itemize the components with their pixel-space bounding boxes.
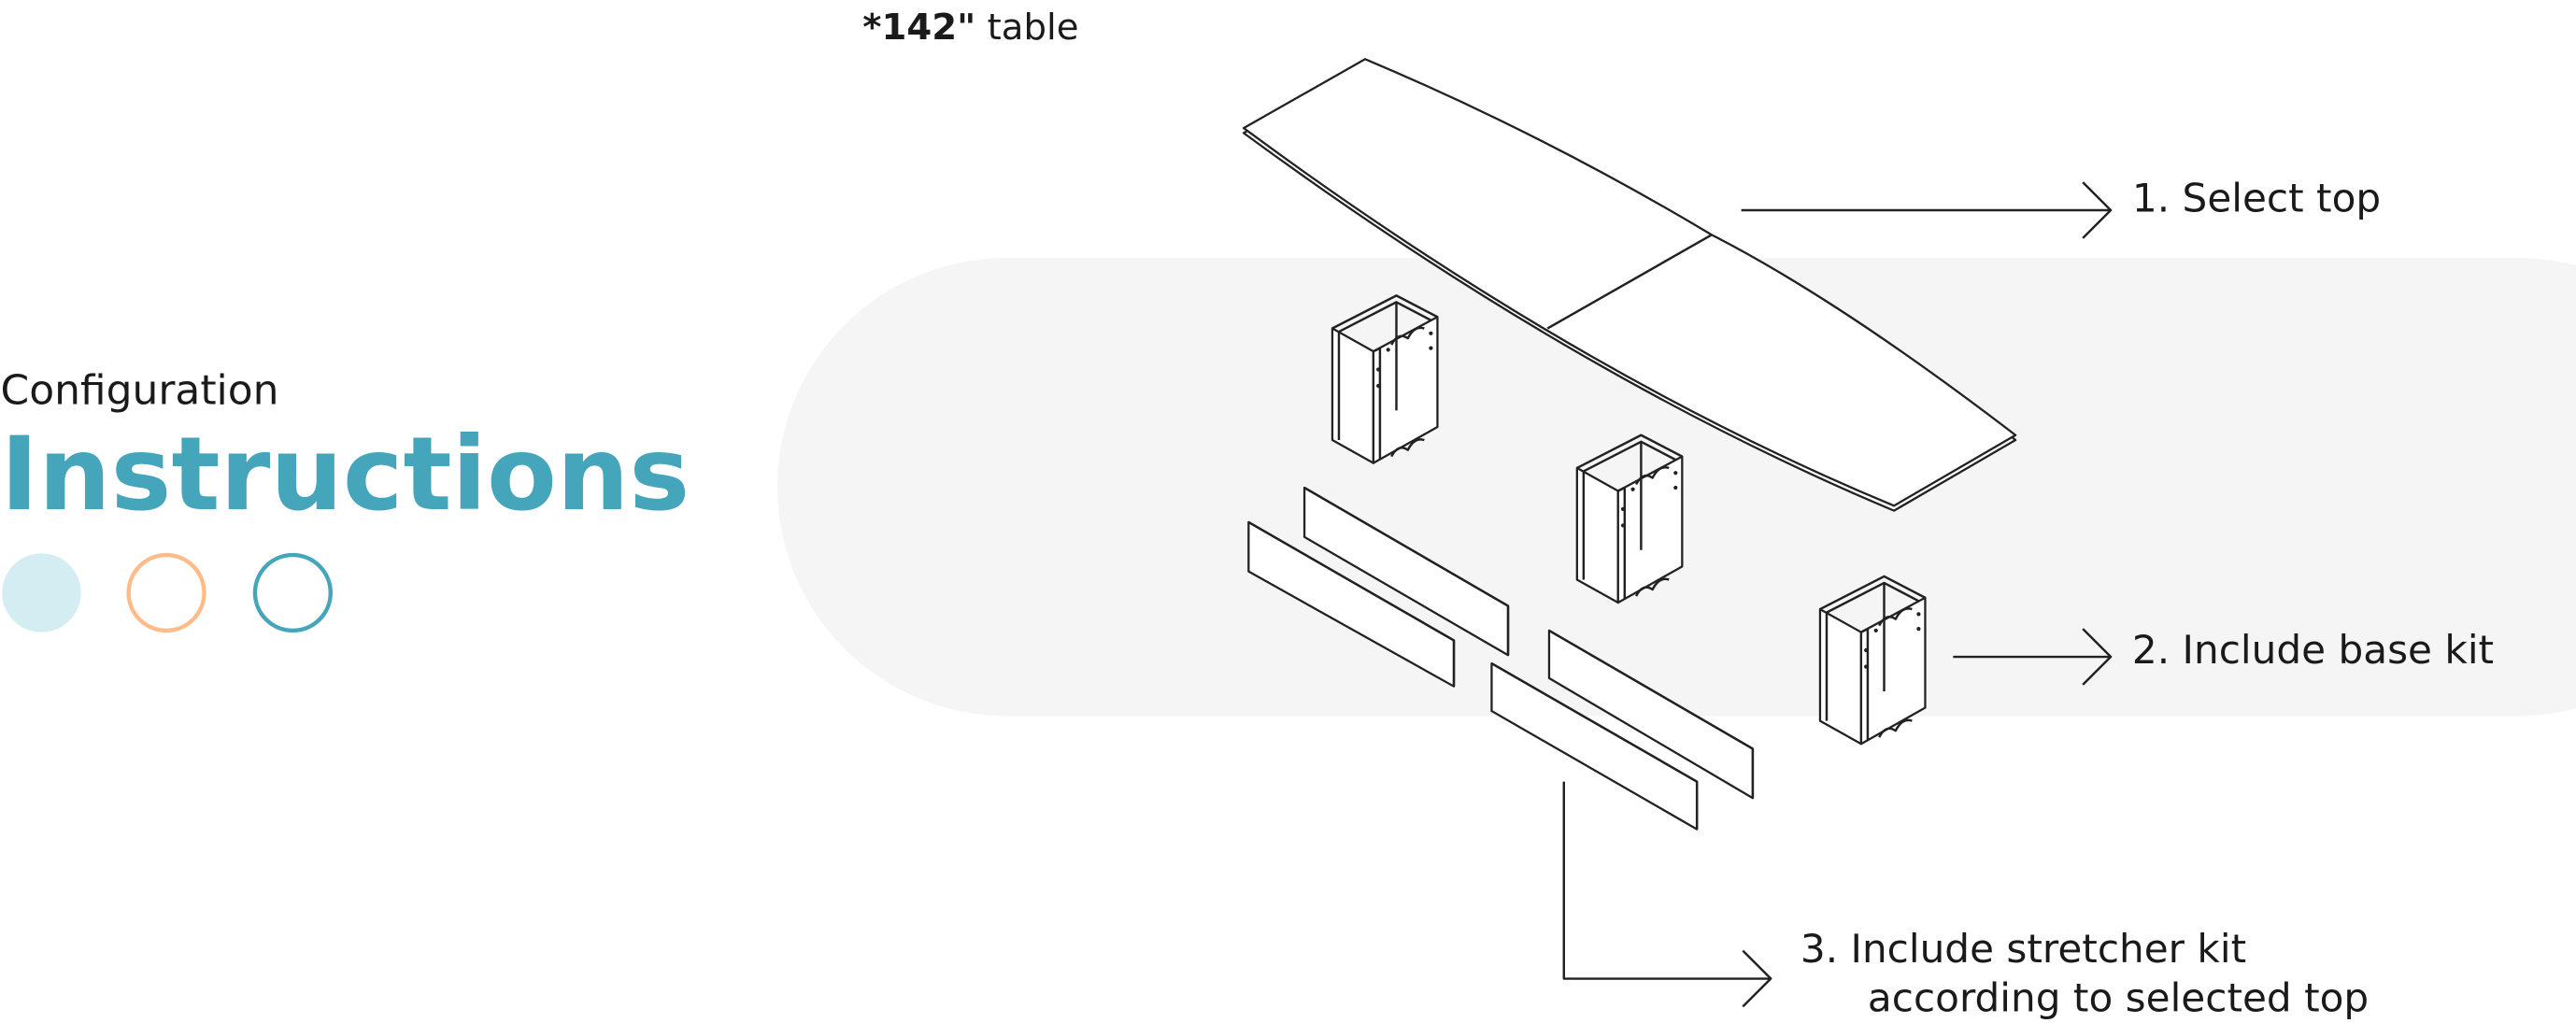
arrow-step-2 xyxy=(1953,628,2113,686)
stretcher-kit-illustration xyxy=(1247,486,1755,831)
step-2-label: 2. Include base kit xyxy=(2132,627,2494,673)
step-3-label-line2: according to selected top xyxy=(1868,975,2369,1021)
step-indicator-2 xyxy=(126,552,206,633)
table-top-illustration xyxy=(1242,58,2017,512)
title-subtitle: Configuration xyxy=(1,366,279,414)
arrow-step-3 xyxy=(1562,781,1772,1008)
step-1-label: 1. Select top xyxy=(2132,176,2381,221)
step-indicator-1 xyxy=(2,553,81,632)
title-main: Instructions xyxy=(1,415,690,533)
arrow-step-1 xyxy=(1741,181,2113,239)
step-3-label: 3. Include stretcher kit xyxy=(1800,926,2246,972)
table-size-label: *142" table xyxy=(862,7,1078,49)
step-indicator-3 xyxy=(252,552,334,633)
